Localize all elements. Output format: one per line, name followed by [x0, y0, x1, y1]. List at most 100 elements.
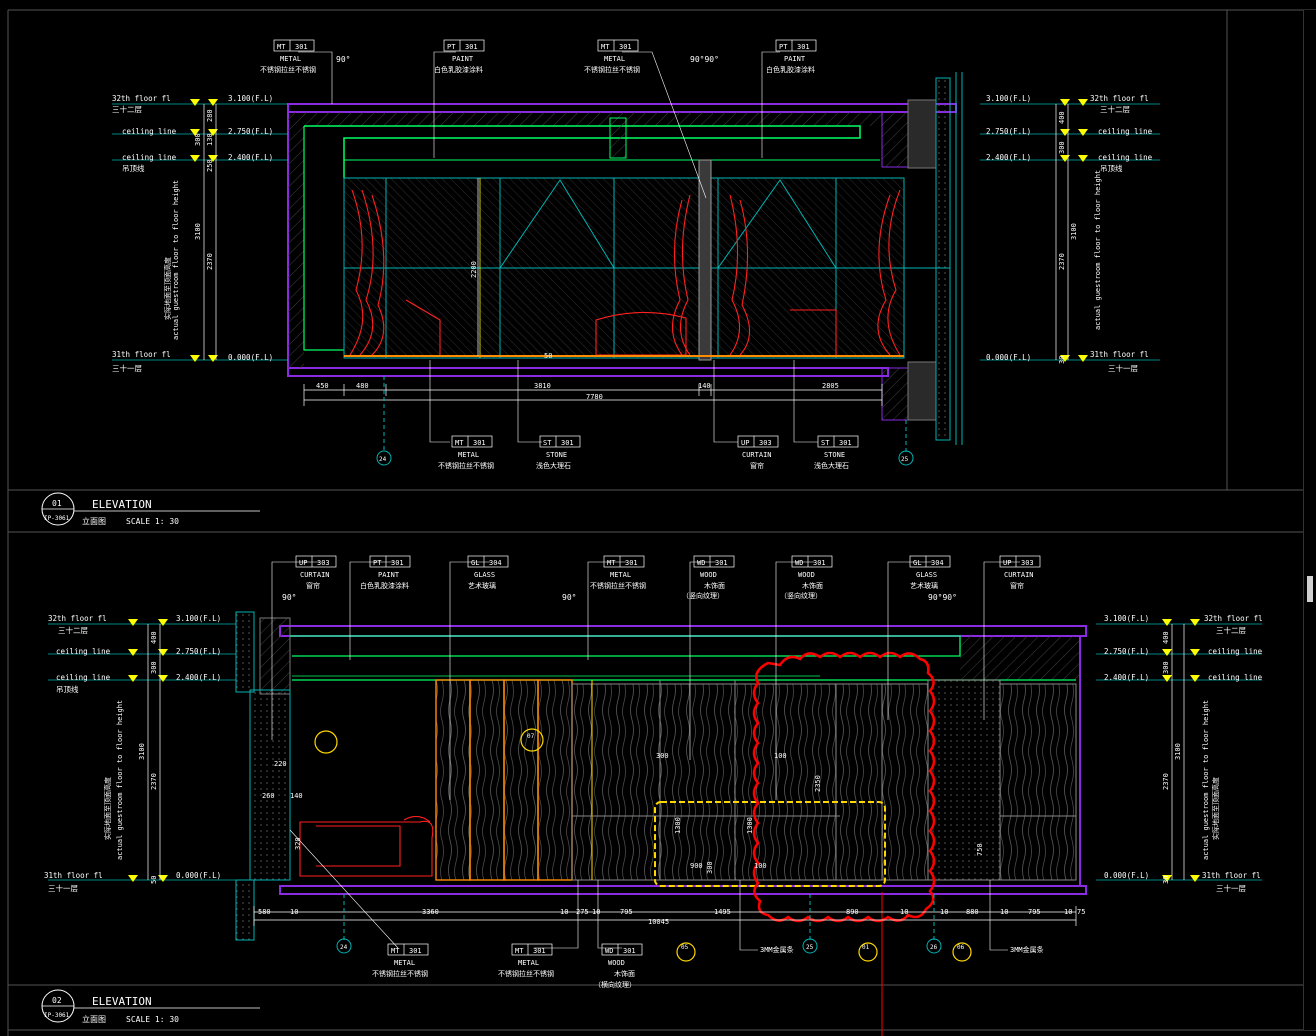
e1-tag-name: STONE — [824, 451, 845, 459]
e1-level-right-1-h: 2.750(F.L) — [986, 127, 1031, 136]
e2-tag-name: METAL — [518, 959, 539, 967]
e1-level-left-2-sub: 吊顶线 — [122, 163, 145, 173]
e2-hdim: 795 — [620, 908, 633, 916]
e2-tag-code: WD — [697, 559, 705, 567]
e2-tag-cn: 窗帘 — [306, 581, 320, 590]
e1-level-right-0-sub: 三十二层 — [1100, 104, 1130, 114]
e2-total-dim: 10045 — [648, 918, 669, 926]
e2-grid-mark: 24 — [340, 944, 348, 951]
e2-level-left-1: ceiling line — [56, 647, 111, 656]
e2-hdim: 3360 — [422, 908, 439, 916]
e2-vert-note-right-cn: 实际地面至顶面高度 — [1211, 777, 1220, 840]
e1-tag-code: ST — [543, 439, 552, 447]
e2-bottom-tag-2: MT 301 METAL 不锈钢拉丝不锈钢 — [498, 943, 554, 978]
e2-tag-num: 301 — [533, 947, 546, 955]
e2-vdim: 3100 — [1174, 743, 1182, 760]
e1-scale: SCALE 1: 30 — [126, 517, 179, 526]
e2-tag-num: 303 — [1021, 559, 1034, 567]
e1-tag-name: METAL — [280, 55, 301, 63]
e2-tag-num: 301 — [409, 947, 422, 955]
e1-level-left-0-h: 3.100(F.L) — [228, 94, 273, 103]
e2-tag-num: 304 — [931, 559, 944, 567]
e2-vert-note-cn: 实际地面至顶面高度 — [103, 777, 112, 840]
e2-level-right-2-h: 2.400(F.L) — [1104, 673, 1149, 682]
e1-bench-note: 50 — [544, 352, 552, 360]
e2-level-right-1: ceiling line — [1208, 647, 1263, 656]
elevation-2 — [48, 561, 1262, 1036]
e2-tag-code: WD — [795, 559, 803, 567]
e2-vdim: 2370 — [1162, 773, 1170, 790]
e1-bottom-tag-1: MT 301 METAL 不锈钢拉丝不锈钢 — [438, 435, 494, 470]
e1-angle-2: 90°90° — [690, 55, 719, 64]
e2-hdim: 10 — [1000, 908, 1008, 916]
e2-title: ELEVATION — [92, 995, 152, 1008]
e1-title-num: 01 — [52, 499, 62, 508]
e1-tag-code: ST — [821, 439, 830, 447]
e1-level-left-3-h: 0.000(F.L) — [228, 353, 273, 362]
e2-level-right-0-sub: 三十二层 — [1216, 625, 1246, 635]
e2-vdim: 400 — [1162, 631, 1170, 644]
e2-tag-cn: 不锈钢拉丝不锈钢 — [372, 969, 428, 978]
e1-level-left-2: ceiling line — [122, 153, 177, 162]
e2-title-block: 02 IP-3061 ELEVATION 立面图 SCALE 1: 30 — [41, 989, 260, 1024]
e1-vert-note: actual guestroom floor to floor height — [172, 180, 180, 340]
e1-tag-cn: 浅色大理石 — [536, 461, 571, 470]
e1-tag-code: MT — [601, 43, 610, 51]
e2-callout: 07 — [527, 733, 535, 740]
e2-tag-cn: 不锈钢拉丝不锈钢 — [590, 581, 646, 590]
e1-tag-name: METAL — [458, 451, 479, 459]
e2-level-left-0-h: 3.100(F.L) — [176, 614, 221, 623]
e1-vdim: 2370 — [206, 253, 214, 270]
e2-vdim: 2370 — [150, 773, 158, 790]
e1-title-block: 01 IP-3061 ELEVATION 立面图 SCALE 1: 30 — [41, 492, 260, 526]
scroll-thumb[interactable] — [1307, 576, 1313, 602]
e2-idim: 140 — [290, 792, 303, 800]
e2-idim: 2350 — [814, 775, 822, 792]
e2-hdim: 75 — [1077, 908, 1085, 916]
e2-idim: 100 — [774, 752, 787, 760]
e2-idim: 320 — [294, 837, 302, 850]
e1-bottom-tag-4: ST 301 STONE 浅色大理石 — [814, 435, 859, 470]
e1-tag-num: 301 — [473, 439, 486, 447]
e2-level-right-0-h: 3.100(F.L) — [1104, 614, 1149, 623]
e2-callout: 06 — [957, 944, 965, 951]
e2-idim: 300 — [706, 861, 714, 874]
e2-tag-code: UP — [299, 559, 307, 567]
e1-title: ELEVATION — [92, 498, 152, 511]
e1-tag-code: PT — [779, 43, 788, 51]
e1-tag-name: CURTAIN — [742, 451, 772, 459]
e2-tag-cn: 白色乳胶漆涂料 — [360, 581, 409, 590]
e2-idim: 1300 — [746, 817, 754, 834]
e2-top-tag-4: MT 301 METAL 不锈钢拉丝不锈钢 — [590, 555, 646, 590]
e2-tag-name: METAL — [610, 571, 631, 579]
curtain-left — [349, 189, 901, 356]
e2-top-tag-1: UP 303 CURTAIN 窗帘 — [295, 555, 337, 590]
e2-tag-name: WOOD — [700, 571, 717, 579]
e2-tag-cn: 不锈钢拉丝不锈钢 — [498, 969, 554, 978]
e1-level-left-1: ceiling line — [122, 127, 177, 136]
e1-inner-height: 2200 — [470, 261, 478, 278]
e2-level-right-0: 32th floor fl — [1204, 614, 1263, 623]
e1-top-tag-1: MT 301 METAL 不锈钢拉丝不锈钢 — [260, 39, 316, 74]
e2-title-ref: IP-3061 — [44, 1012, 70, 1019]
e1-top-tag-3: MT 301 METAL 不锈钢拉丝不锈钢 — [584, 39, 640, 74]
e1-bottom-tag-2: ST 301 STONE 浅色大理石 — [536, 435, 581, 470]
e2-idim: 100 — [754, 862, 767, 870]
revision-cloud — [752, 651, 936, 923]
e2-hdim: 10 — [1064, 908, 1072, 916]
e2-callout: 01 — [862, 944, 870, 951]
vertical-scrollbar[interactable] — [1303, 10, 1316, 1030]
e2-hdim: 10 — [940, 908, 948, 916]
e2-level-right-3: 31th floor fl — [1202, 871, 1261, 880]
e2-tag-num: 301 — [625, 559, 638, 567]
e1-vert-note-right: actual guestroom floor to floor height — [1094, 170, 1102, 330]
e1-tag-name: PAINT — [452, 55, 474, 63]
e2-vdim: 50 — [150, 876, 158, 884]
e1-bottom-tag-3: UP 303 CURTAIN 窗帘 — [737, 435, 779, 470]
slab-bottom — [287, 367, 889, 377]
e2-hdim: 880 — [966, 908, 979, 916]
e2-hdim: 10 — [900, 908, 908, 916]
e2-angle-2: 90° — [562, 593, 576, 602]
e2-hdim: 890 — [846, 908, 859, 916]
